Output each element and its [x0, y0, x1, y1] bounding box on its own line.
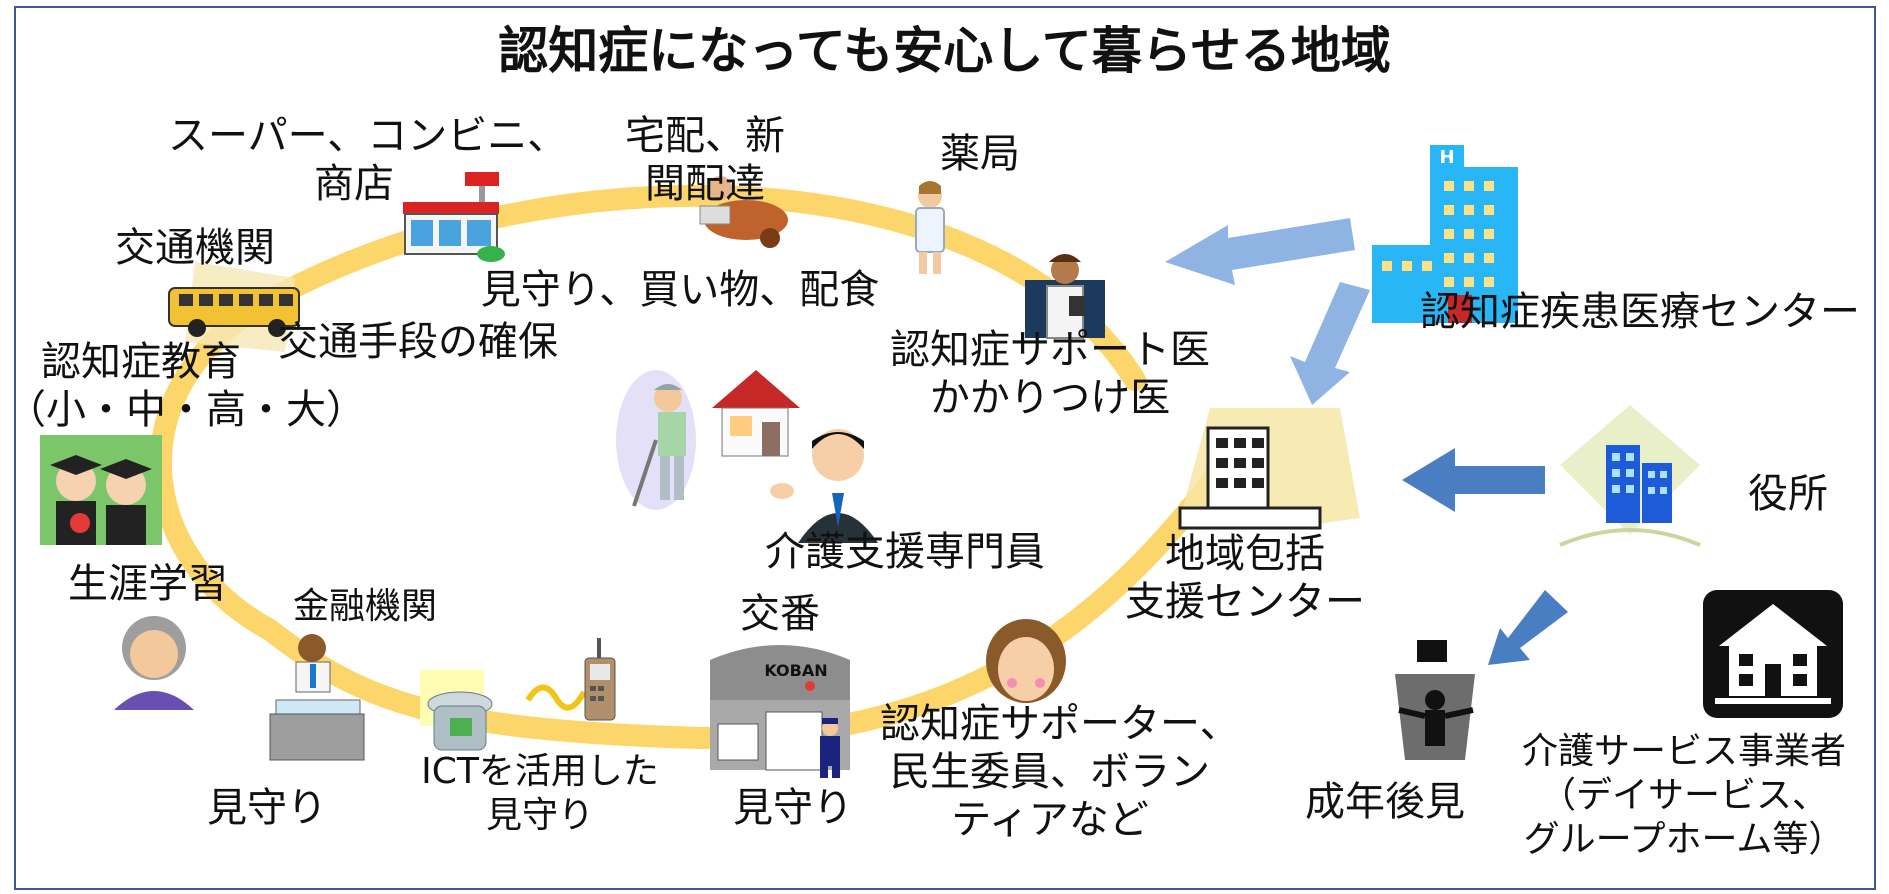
label-watch-left: 見守り [207, 785, 327, 831]
care-home-icon [1703, 590, 1843, 718]
label-guardianship: 成年後見 [1305, 779, 1465, 825]
bus-icon [168, 262, 300, 352]
svg-text:H: H [1439, 147, 1454, 168]
elderly-woman-icon [114, 616, 194, 710]
mobile-phone-icon [584, 638, 616, 721]
label-transport: 交通機関 [115, 225, 275, 271]
delivery-icon [699, 176, 788, 248]
lawyer-icon [1395, 640, 1475, 760]
label-medical-center: 認知症疾患医療センター [1420, 289, 1860, 335]
label-delivery: 宅配、新聞配達 [625, 113, 785, 207]
koban-icon: KOBAN [710, 645, 850, 771]
pharmacist-icon [915, 181, 945, 274]
elderly-man-icon [616, 370, 696, 510]
police-icon [820, 718, 840, 778]
label-ict: ICTを活用した見守り [421, 751, 659, 836]
signal-wave [525, 684, 587, 711]
label-watch-koban: 見守り [733, 785, 853, 831]
supporter-woman-icon [986, 619, 1066, 703]
label-care-manager: 介護支援専門員 [765, 529, 1045, 575]
hospital-icon: H [1372, 145, 1518, 323]
label-pharmacy: 薬局 [940, 131, 1020, 177]
koban-sign: KOBAN [764, 661, 827, 680]
arrow-medical-to-doctor [1165, 218, 1355, 285]
center-building-icon [1178, 408, 1360, 530]
label-care-service: 介護サービス事業者（デイサービス、グループホーム等） [1521, 731, 1846, 860]
label-koban: 交番 [740, 591, 820, 637]
label-doctor: 認知症サポート医かかりつけ医 [890, 327, 1210, 421]
arrow-cityhall-to-center [1402, 448, 1545, 512]
label-lifelong: 生涯学習 [68, 561, 228, 607]
arrow-cityhall-to-guardianship [1488, 590, 1568, 665]
label-supermarket: スーパー、コンビニ、商店 [168, 113, 568, 207]
doctor-icon [1025, 254, 1105, 339]
city-hall-icon [1559, 405, 1701, 547]
label-finance: 金融機関 [292, 586, 437, 627]
label-center: 地域包括支援センター [1125, 531, 1365, 625]
sensor-pot-icon [420, 670, 493, 751]
arrow-medical-to-center [1290, 282, 1370, 405]
house-icon [712, 370, 800, 457]
diagram-frame [14, 6, 1876, 890]
students-icon [40, 435, 162, 545]
label-education: 認知症教育（小・中・高・大） [6, 339, 366, 433]
care-manager-icon [770, 429, 878, 543]
banker-icon [269, 634, 365, 761]
label-city-hall: 役所 [1748, 471, 1828, 517]
label-transport-means: 交通手段の確保 [278, 319, 558, 365]
diagram-title: 認知症になっても安心して暮らせる地域 [498, 22, 1391, 80]
store-icon [403, 172, 505, 262]
label-supporters: 認知症サポーター、民生委員、ボランティアなど [880, 701, 1240, 843]
label-watch-shopping: 見守り、買い物、配食 [480, 267, 880, 313]
